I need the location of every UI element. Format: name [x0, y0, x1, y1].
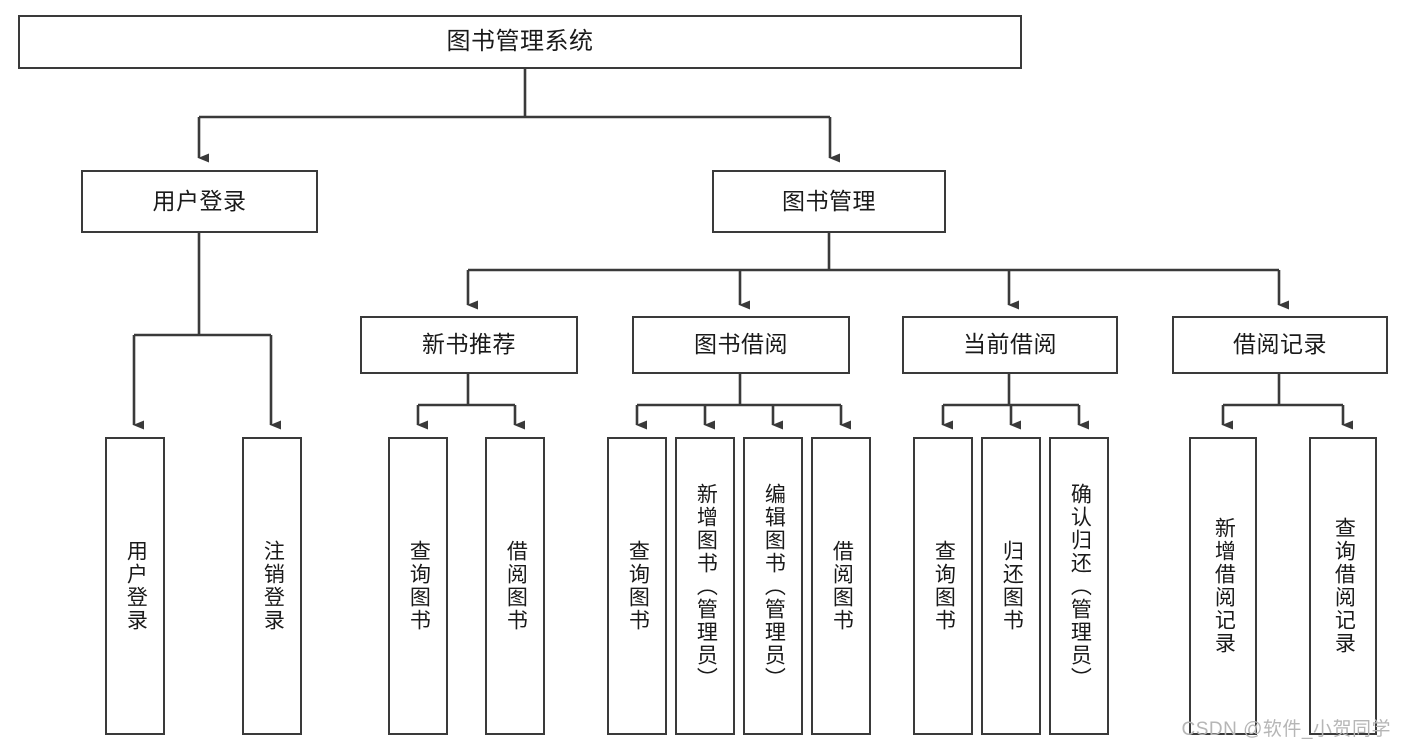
leaf-add-borrow-record[interactable]: 新增借阅记录 — [1189, 437, 1257, 735]
leaf-borrow-book-2[interactable]: 借阅图书 — [811, 437, 871, 735]
node-root[interactable]: 图书管理系统 — [18, 15, 1022, 69]
leaf-edit-book-admin[interactable]: 编辑图书（管理员） — [743, 437, 803, 735]
leaf-user-logout[interactable]: 注销登录 — [242, 437, 302, 735]
node-current-borrow[interactable]: 当前借阅 — [902, 316, 1118, 374]
leaf-borrow-book-1[interactable]: 借阅图书 — [485, 437, 545, 735]
node-book-borrow[interactable]: 图书借阅 — [632, 316, 850, 374]
node-borrow-record[interactable]: 借阅记录 — [1172, 316, 1388, 374]
leaf-confirm-return-admin[interactable]: 确认归还（管理员） — [1049, 437, 1109, 735]
leaf-query-book-2[interactable]: 查询图书 — [607, 437, 667, 735]
node-user-login[interactable]: 用户登录 — [81, 170, 318, 233]
leaf-add-book-admin[interactable]: 新增图书（管理员） — [675, 437, 735, 735]
node-new-book-recommend[interactable]: 新书推荐 — [360, 316, 578, 374]
watermark-text: CSDN @软件_小贺同学 — [1181, 719, 1391, 740]
leaf-query-borrow-record[interactable]: 查询借阅记录 — [1309, 437, 1377, 735]
leaf-query-book-1[interactable]: 查询图书 — [388, 437, 448, 735]
leaf-user-login[interactable]: 用户登录 — [105, 437, 165, 735]
node-book-manage[interactable]: 图书管理 — [712, 170, 946, 233]
leaf-return-book[interactable]: 归还图书 — [981, 437, 1041, 735]
leaf-query-book-3[interactable]: 查询图书 — [913, 437, 973, 735]
